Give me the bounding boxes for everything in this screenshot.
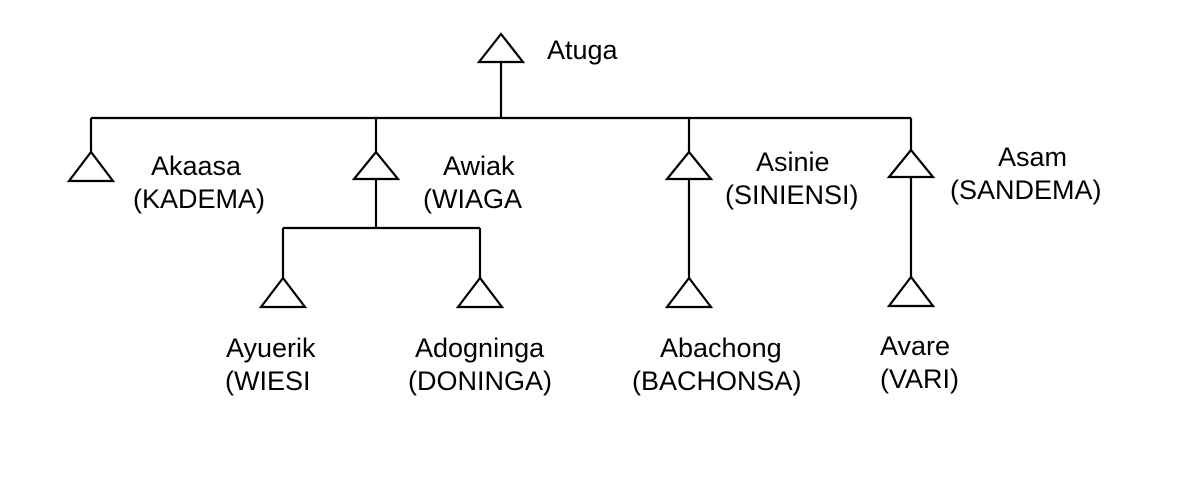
label-asam-name: Asam: [998, 142, 1067, 172]
triangle-avare: [886, 275, 936, 308]
label-adogninga-name: Adogninga: [415, 333, 545, 363]
triangle-atuga: [476, 32, 526, 64]
label-ayuerik-name: Ayuerik: [226, 333, 316, 363]
triangle-ayuerik: [258, 276, 308, 309]
label-asinie-name: Asinie: [756, 147, 830, 177]
labels: Atuga Akaasa (KADEMA) Awiak (WIAGA Asini…: [133, 35, 1102, 396]
label-asam-place: (SANDEMA): [950, 175, 1102, 205]
triangle-awiak: [351, 150, 401, 181]
label-awiak-name: Awiak: [443, 151, 515, 181]
triangle-abachong: [664, 276, 714, 309]
label-asinie-place: (SINIENSI): [725, 180, 859, 210]
person-symbols: [66, 32, 936, 309]
label-root-name: Atuga: [547, 35, 619, 65]
triangle-adogninga: [455, 276, 505, 309]
label-adogninga-place: (DONINGA): [408, 366, 552, 396]
triangle-asam: [886, 148, 936, 179]
label-abachong-place: (BACHONSA): [632, 366, 802, 396]
triangle-asinie: [664, 150, 714, 181]
label-akaasa-place: (KADEMA): [133, 184, 265, 214]
label-awiak-place: (WIAGA: [423, 184, 522, 214]
connectors: [89, 62, 913, 278]
label-akaasa-name: Akaasa: [151, 151, 242, 181]
label-ayuerik-place: (WIESI: [225, 366, 311, 396]
label-avare-place: (VARI): [880, 364, 959, 394]
label-avare-name: Avare: [880, 331, 950, 361]
label-abachong-name: Abachong: [660, 333, 782, 363]
triangle-akaasa: [66, 150, 116, 183]
